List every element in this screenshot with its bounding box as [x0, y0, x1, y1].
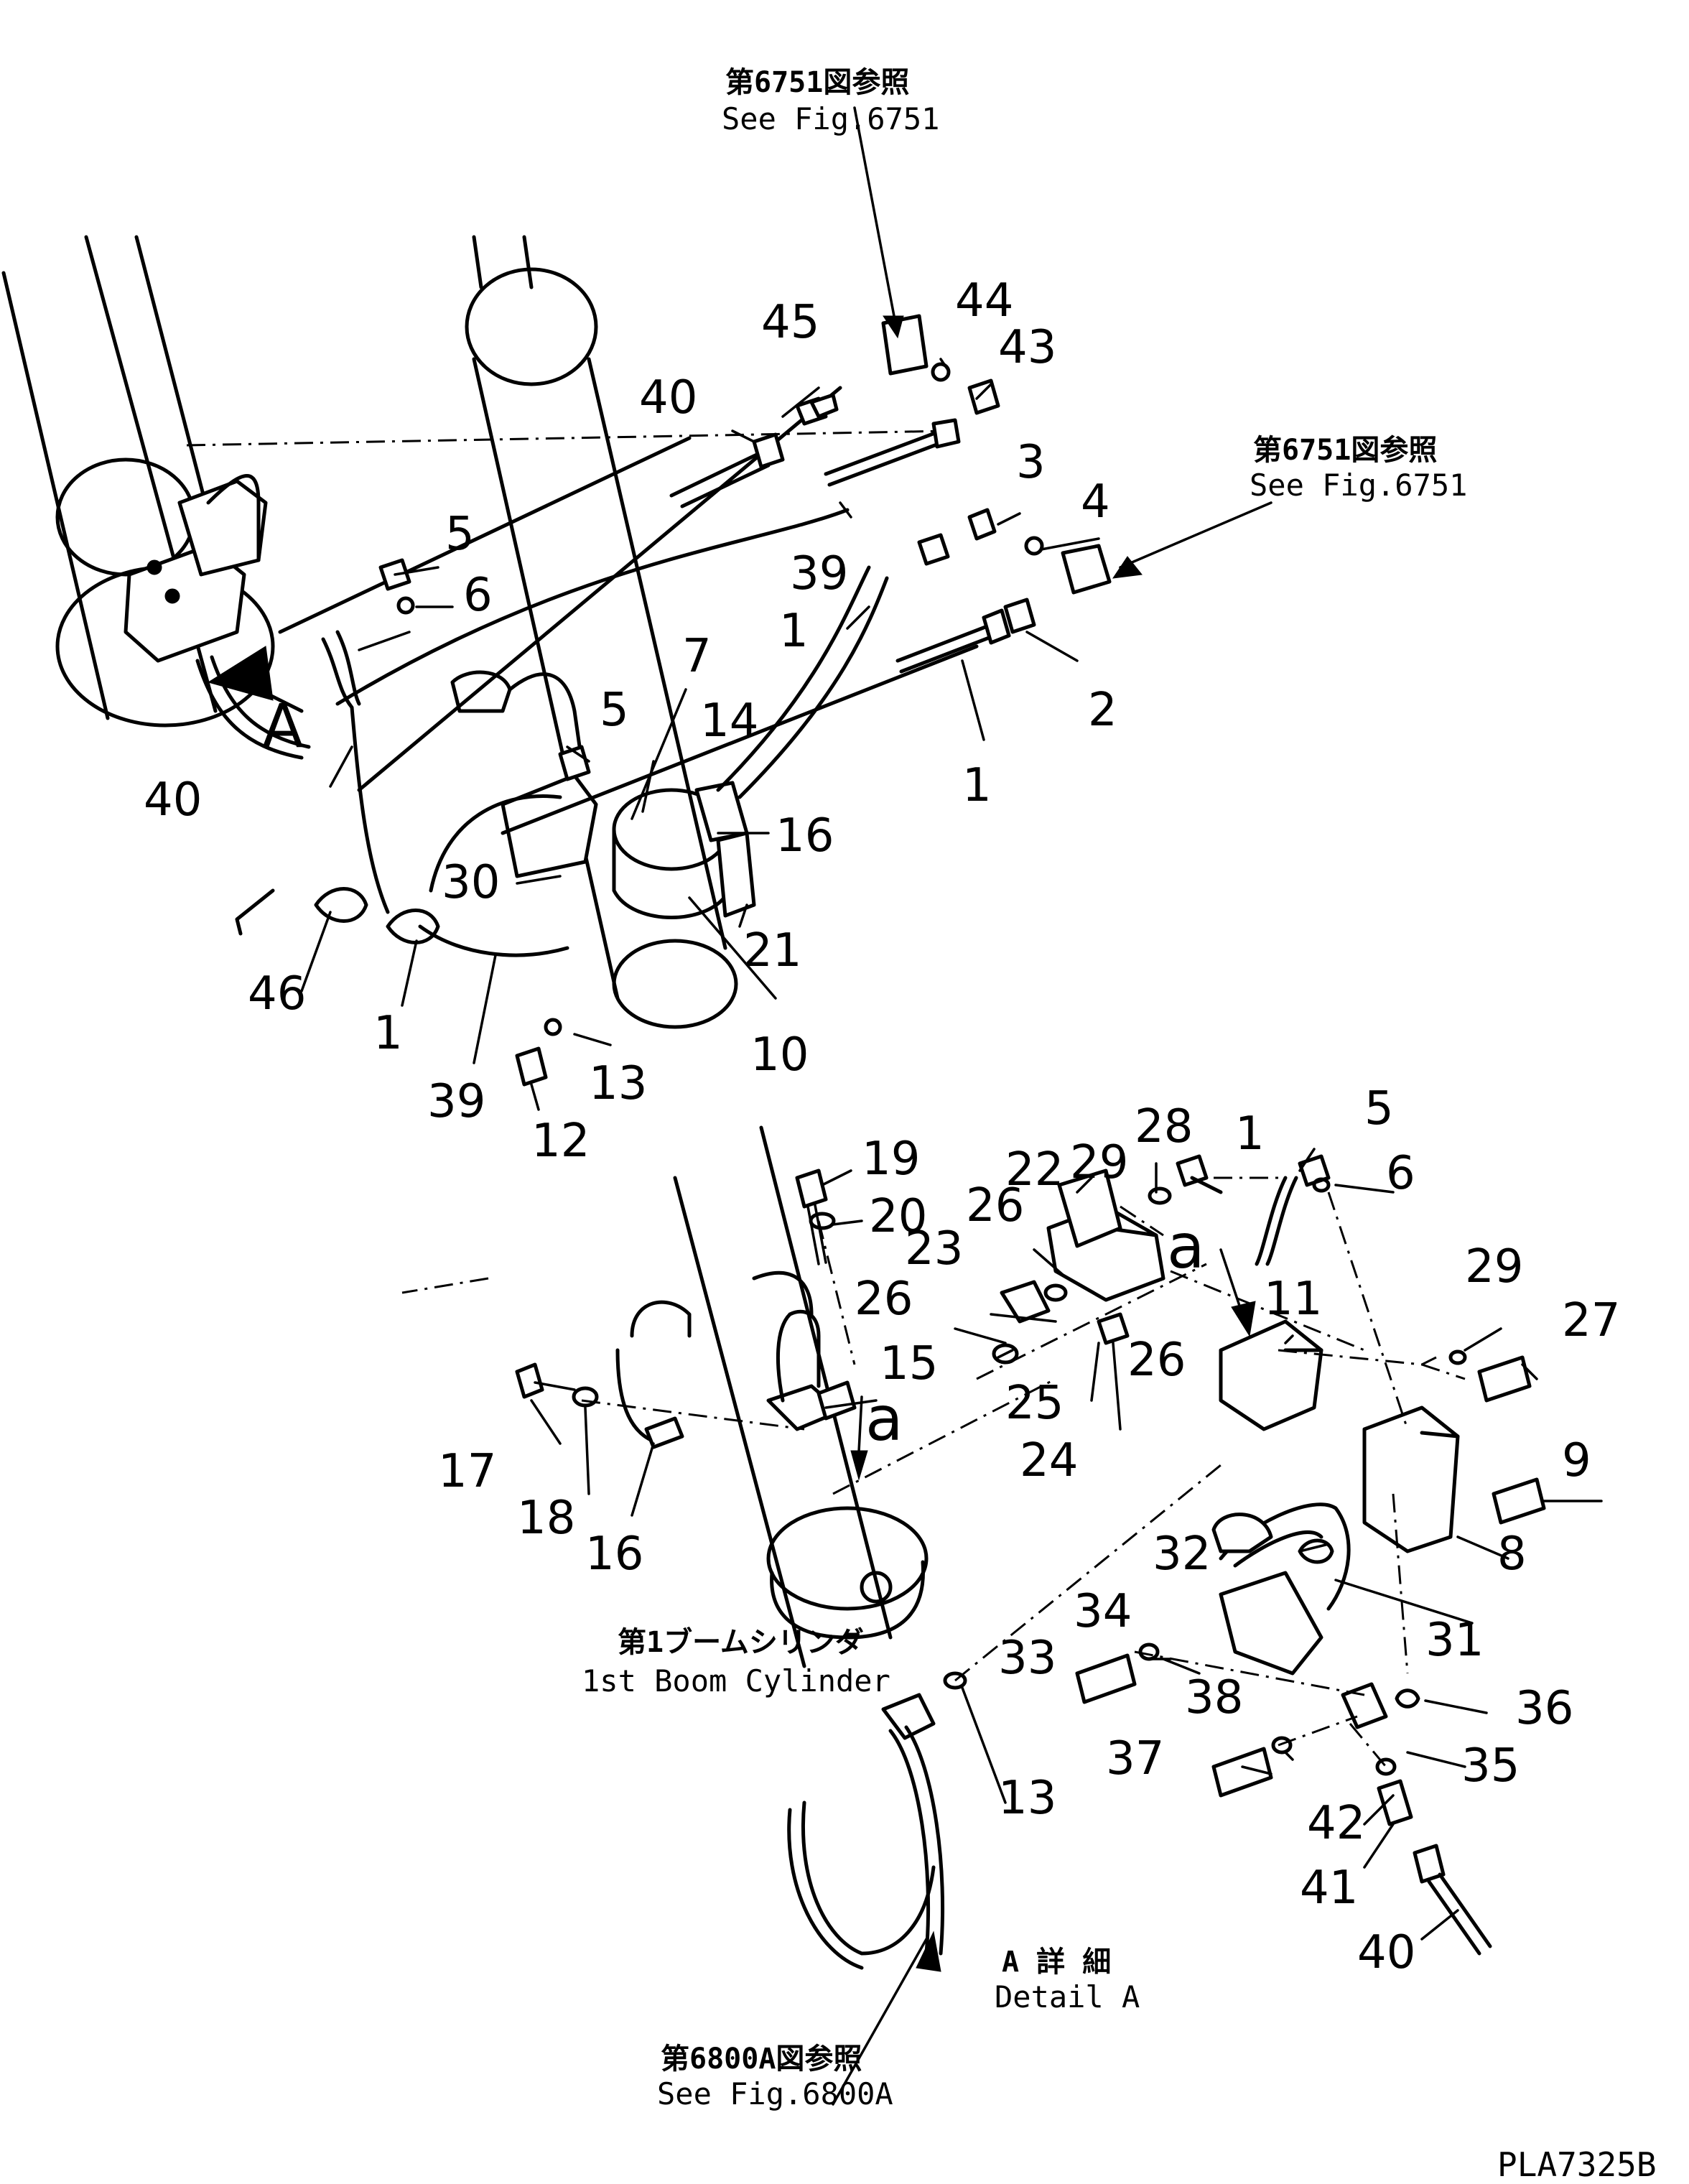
callout-39-top: 39 [790, 547, 848, 600]
callout-31: 31 [1425, 1614, 1484, 1667]
callout-34: 34 [1074, 1585, 1132, 1638]
detail-clamp [615, 1300, 857, 1449]
callout-2: 2 [1088, 684, 1117, 737]
callout-29-upper: 29 [1070, 1136, 1128, 1189]
cylinder-label-en: 1st Boom Cylinder [582, 1663, 890, 1699]
callout-4: 4 [1081, 475, 1110, 529]
callout-14: 14 [700, 694, 758, 748]
callout-23: 23 [905, 1222, 963, 1275]
drawing-code: PLA7325B [1497, 2145, 1657, 2184]
clamp-assembly [418, 670, 756, 957]
callout-38: 38 [1185, 1671, 1243, 1724]
center-boom-cylinder [465, 235, 738, 1029]
callout-27: 27 [1562, 1294, 1620, 1347]
callout-25: 25 [1005, 1377, 1064, 1430]
callout-1-detail: 1 [1235, 1107, 1265, 1161]
callout-5-detail: 5 [1364, 1082, 1394, 1135]
callout-35: 35 [1461, 1739, 1520, 1793]
left-valve-assembly [124, 474, 311, 760]
callout-20: 20 [869, 1190, 927, 1243]
callout-11: 11 [1264, 1273, 1322, 1326]
callout-5-mid: 5 [600, 684, 629, 737]
callout-15: 15 [880, 1337, 938, 1390]
upper-hoses [186, 386, 979, 936]
callout-32: 32 [1153, 1528, 1211, 1581]
detail-marker-A: A [262, 691, 303, 761]
callout-13-detail: 13 [998, 1772, 1056, 1825]
callout-46: 46 [248, 967, 306, 1021]
callout-41: 41 [1300, 1862, 1358, 1915]
callout-28: 28 [1135, 1100, 1193, 1153]
callout-43: 43 [998, 321, 1056, 374]
ref-bottom-en: See Fig.6800A [657, 2076, 893, 2111]
callout-16-detail: 16 [585, 1528, 643, 1581]
callout-7: 7 [682, 630, 712, 683]
ref-top-en: See Fig.6751 [722, 101, 939, 136]
callout-19: 19 [862, 1133, 920, 1186]
callout-18: 18 [517, 1492, 575, 1545]
callout-6-top: 6 [463, 569, 493, 622]
detail-label-en: Detail A [995, 1979, 1140, 2015]
callout-10: 10 [750, 1028, 809, 1082]
callout-30: 30 [442, 856, 500, 909]
callout-5-top: 5 [445, 508, 475, 561]
callout-40-detail: 40 [1357, 1926, 1415, 1979]
callout-44: 44 [955, 274, 1013, 327]
callout-1-mid: 1 [779, 605, 809, 658]
callout-45: 45 [761, 296, 819, 349]
detail-cylinder [673, 1125, 929, 1668]
callout-9: 9 [1562, 1434, 1591, 1487]
callout-1-right: 1 [962, 759, 992, 812]
callout-42: 42 [1307, 1797, 1365, 1850]
detail-label-jp: A 詳 細 [1002, 1946, 1111, 1979]
callout-13-top: 13 [589, 1057, 647, 1110]
callout-29-right: 29 [1465, 1240, 1523, 1293]
detail-centerlines [401, 1176, 1466, 1767]
callout-26-upper: 26 [966, 1179, 1024, 1232]
detail-small-parts [515, 1154, 1546, 1970]
callout-26-lower: 26 [1127, 1334, 1186, 1387]
upper-fittings [314, 314, 1112, 1087]
callout-24: 24 [1020, 1434, 1078, 1487]
callout-22: 22 [1005, 1143, 1064, 1196]
callout-16-top: 16 [776, 809, 834, 863]
callout-17: 17 [438, 1445, 496, 1498]
callout-21: 21 [743, 924, 801, 977]
callout-40-top: 40 [639, 371, 697, 424]
part-callouts: 45 44 43 40 39 3 4 5 6 1 2 1 7 5 14 16 4… [144, 274, 1620, 1979]
section-marker-a-lower: a [865, 1383, 903, 1455]
callout-33: 33 [998, 1632, 1056, 1685]
callout-3: 3 [1016, 436, 1046, 489]
ref-right-jp: 第6751図参照 [1253, 434, 1437, 467]
section-marker-a-upper: a [1167, 1211, 1205, 1283]
callout-12: 12 [531, 1115, 590, 1168]
cylinder-label-jp: 第1ブームシリンダ [618, 1626, 864, 1659]
detail-leaders [530, 1148, 1603, 2106]
ref-top-jp: 第6751図参照 [725, 66, 909, 99]
callout-6-detail: 6 [1386, 1147, 1415, 1200]
callout-39-left: 39 [427, 1075, 485, 1128]
callout-36: 36 [1515, 1682, 1573, 1735]
callout-26-mid: 26 [855, 1273, 913, 1326]
reference-labels: 第6751図参照 See Fig.6751 第6751図参照 See Fig.6… [262, 66, 1657, 2184]
callout-1-left: 1 [373, 1007, 403, 1060]
ref-bottom-jp: 第6800A図参照 [661, 2043, 862, 2076]
callout-37: 37 [1106, 1732, 1164, 1785]
callout-40-left: 40 [144, 773, 202, 827]
callout-8: 8 [1497, 1528, 1527, 1581]
upper-leaders [207, 106, 1272, 1111]
ref-right-en: See Fig.6751 [1250, 468, 1467, 503]
